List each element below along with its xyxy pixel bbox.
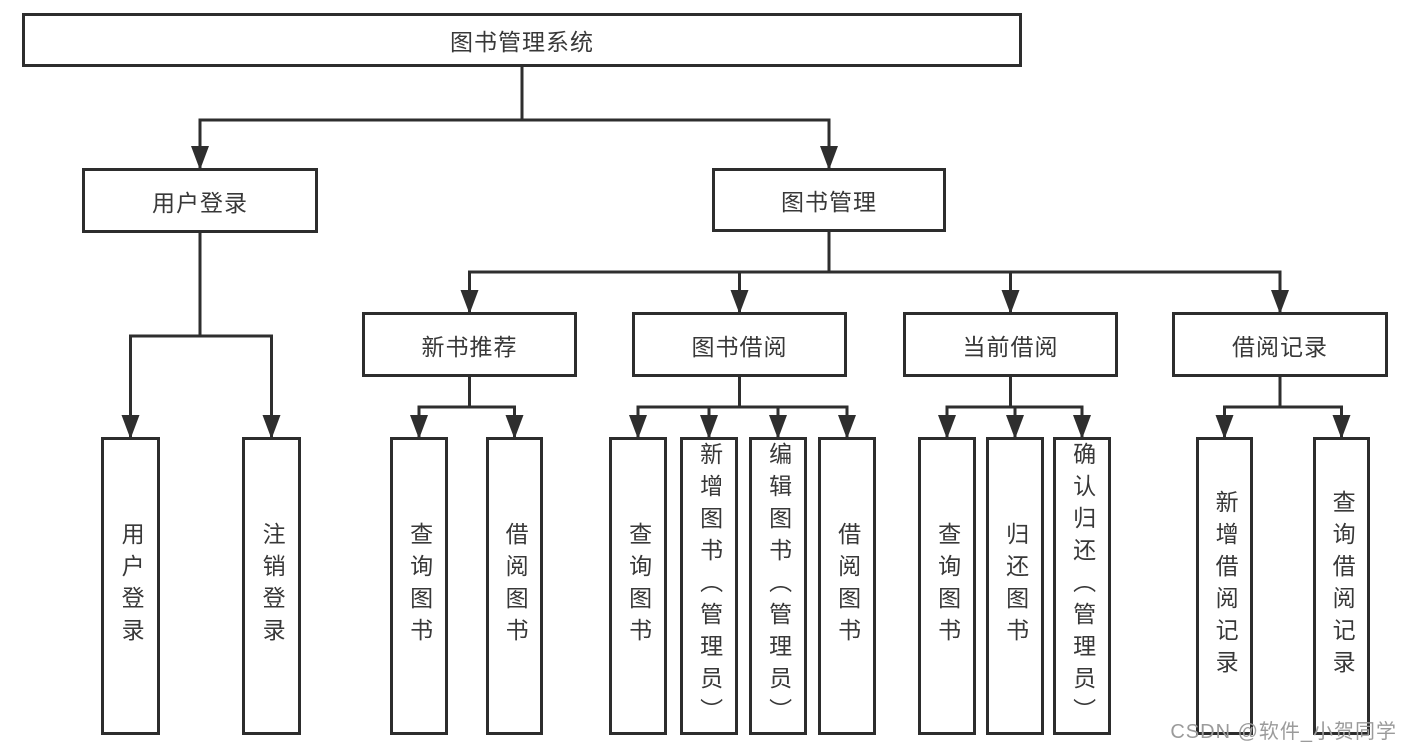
connector-system-root bbox=[198, 63, 831, 170]
arrowhead-icon bbox=[938, 415, 956, 439]
node-query-books-current: 查询图书 bbox=[918, 437, 976, 735]
node-system-root: 图书管理系统 bbox=[22, 13, 1022, 67]
node-logout-action: 注销登录 bbox=[242, 437, 301, 735]
arrowhead-icon bbox=[769, 415, 787, 439]
connector-borrowing-records bbox=[1223, 373, 1343, 439]
node-query-books-recommend: 查询图书 bbox=[390, 437, 448, 735]
arrowhead-icon bbox=[1271, 290, 1289, 314]
node-current-borrowing: 当前借阅 bbox=[903, 312, 1118, 377]
node-label-return-books: 归还图书 bbox=[1002, 522, 1029, 650]
connector-user-login bbox=[129, 229, 273, 439]
arrowhead-icon bbox=[629, 415, 647, 439]
node-label-add-books-admin: 新增图书（管理员） bbox=[696, 442, 723, 730]
watermark: CSDN @软件_小贺同学 bbox=[1170, 721, 1397, 743]
node-label-query-books-borrowing: 查询图书 bbox=[625, 522, 652, 650]
node-label-new-book-recommend: 新书推荐 bbox=[421, 333, 518, 360]
arrowhead-icon bbox=[1073, 415, 1091, 439]
node-label-user-login: 用户登录 bbox=[152, 189, 248, 216]
arrowhead-icon bbox=[838, 415, 856, 439]
arrowhead-icon bbox=[730, 290, 749, 314]
node-edit-books-admin: 编辑图书（管理员） bbox=[749, 437, 807, 735]
node-return-books: 归还图书 bbox=[986, 437, 1044, 735]
node-book-borrowing: 图书借阅 bbox=[632, 312, 847, 377]
node-label-edit-books-admin: 编辑图书（管理员） bbox=[765, 442, 792, 730]
node-borrow-books-recommend: 借阅图书 bbox=[486, 437, 543, 735]
node-borrowing-records: 借阅记录 bbox=[1172, 312, 1388, 377]
node-user-login: 用户登录 bbox=[82, 168, 318, 233]
arrowhead-icon bbox=[700, 415, 718, 439]
arrowhead-icon bbox=[262, 415, 281, 439]
node-new-book-recommend: 新书推荐 bbox=[362, 312, 577, 377]
connector-new-book-recommend bbox=[417, 373, 516, 439]
node-add-books-admin: 新增图书（管理员） bbox=[680, 437, 738, 735]
arrowhead-icon bbox=[460, 290, 479, 314]
node-label-system-root: 图书管理系统 bbox=[450, 29, 594, 55]
node-label-query-borrow-record: 查询借阅记录 bbox=[1329, 490, 1356, 682]
arrowhead-icon bbox=[410, 415, 428, 439]
connector-book-borrowing bbox=[636, 373, 849, 439]
node-label-confirm-return-admin: 确认归还（管理员） bbox=[1069, 442, 1096, 730]
node-label-query-books-current: 查询图书 bbox=[934, 522, 961, 650]
node-add-borrow-record: 新增借阅记录 bbox=[1196, 437, 1253, 735]
arrowhead-icon bbox=[505, 415, 524, 439]
node-query-books-borrowing: 查询图书 bbox=[609, 437, 667, 735]
node-label-user-login-action: 用户登录 bbox=[118, 522, 145, 650]
node-confirm-return-admin: 确认归还（管理员） bbox=[1053, 437, 1111, 735]
arrowhead-icon bbox=[1001, 290, 1020, 314]
arrowhead-icon bbox=[1332, 415, 1351, 439]
node-query-borrow-record: 查询借阅记录 bbox=[1313, 437, 1370, 735]
arrowhead-icon bbox=[820, 146, 838, 170]
arrowhead-icon bbox=[121, 415, 140, 439]
node-label-borrow-books-borrowing: 借阅图书 bbox=[834, 522, 861, 650]
node-label-query-books-recommend: 查询图书 bbox=[406, 522, 433, 650]
node-user-login-action: 用户登录 bbox=[101, 437, 160, 735]
arrowhead-icon bbox=[1215, 415, 1234, 439]
node-label-book-borrowing: 图书借阅 bbox=[691, 333, 788, 360]
node-label-borrow-books-recommend: 借阅图书 bbox=[502, 522, 529, 650]
node-label-add-borrow-record: 新增借阅记录 bbox=[1212, 490, 1239, 682]
connector-book-management bbox=[468, 228, 1282, 314]
node-borrow-books-borrowing: 借阅图书 bbox=[818, 437, 876, 735]
arrowhead-icon bbox=[1006, 415, 1024, 439]
node-label-current-borrowing: 当前借阅 bbox=[962, 333, 1059, 360]
arrowhead-icon bbox=[191, 146, 209, 170]
node-label-logout-action: 注销登录 bbox=[259, 522, 286, 650]
node-label-borrowing-records: 借阅记录 bbox=[1232, 333, 1328, 360]
node-label-book-management: 图书管理 bbox=[781, 189, 877, 215]
node-book-management: 图书管理 bbox=[712, 168, 946, 232]
